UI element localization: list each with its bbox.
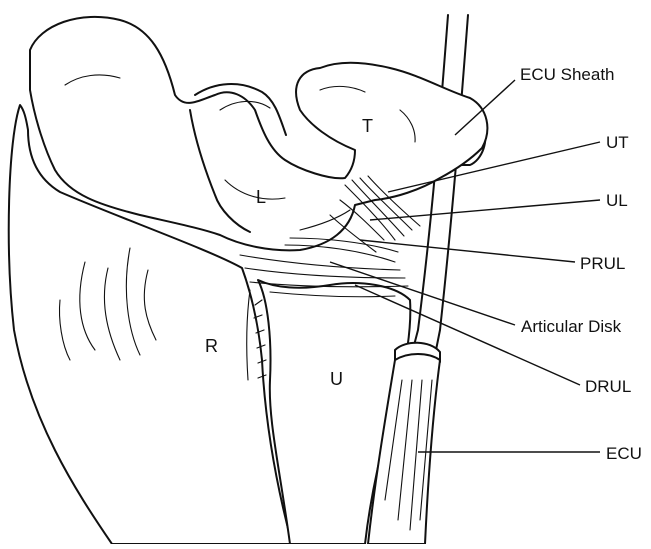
bone-label-ulna: U [330, 369, 343, 389]
label-ecu: ECU [606, 444, 642, 463]
label-ecu-sheath: ECU Sheath [520, 65, 615, 84]
bone-label-triquetrum: T [362, 116, 373, 136]
label-articular-disk: Articular Disk [521, 317, 622, 336]
label-ul: UL [606, 191, 628, 210]
bone-label-radius: R [205, 336, 218, 356]
leader-prul [360, 240, 575, 262]
bone-label-lunate: L [256, 187, 266, 207]
leader-ul [370, 200, 600, 220]
label-prul: PRUL [580, 254, 625, 273]
label-drul: DRUL [585, 377, 631, 396]
label-ut: UT [606, 133, 629, 152]
